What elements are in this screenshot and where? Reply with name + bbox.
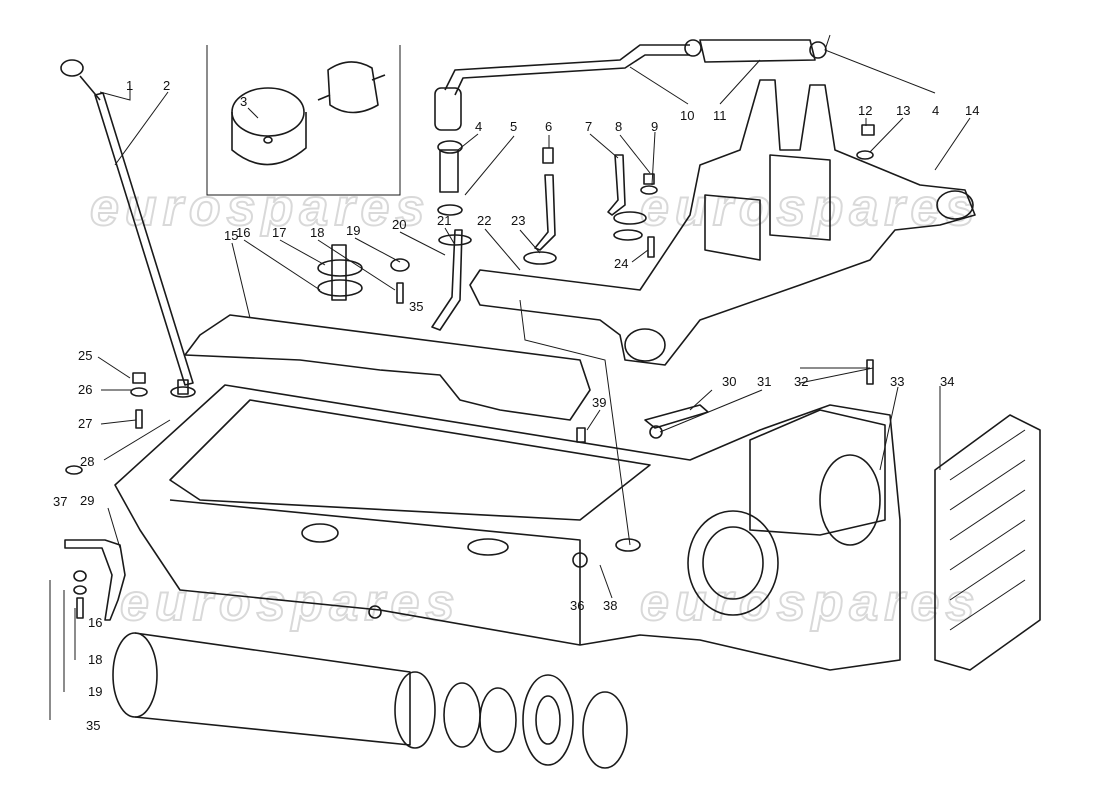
callout-2: 2 xyxy=(163,78,170,93)
callout-12: 12 xyxy=(858,103,872,118)
callout-14: 14 xyxy=(965,103,979,118)
tube-and-rings-part xyxy=(112,632,628,769)
callout-20: 20 xyxy=(392,217,406,232)
sump-casting-part xyxy=(114,384,901,671)
callout-38: 38 xyxy=(603,598,617,613)
subframe-part xyxy=(469,79,976,366)
breather-pipe-part xyxy=(434,39,827,131)
watermark-group: eurospares eurospares eurospares eurospa… xyxy=(89,178,980,633)
callout-labels: 1 2 3 4 4 5 6 7 8 9 10 11 12 13 14 15 16… xyxy=(53,78,979,733)
leader-lines xyxy=(49,34,971,720)
callout-17: 17 xyxy=(272,225,286,240)
callout-26: 26 xyxy=(78,382,92,397)
callout-16-top: 16 xyxy=(236,225,250,240)
callout-7: 7 xyxy=(585,119,592,134)
callout-35-top: 35 xyxy=(409,299,423,314)
callout-3: 3 xyxy=(240,94,247,109)
callout-23: 23 xyxy=(511,213,525,228)
callout-11: 11 xyxy=(713,108,727,123)
callout-6: 6 xyxy=(545,119,552,134)
callout-33: 33 xyxy=(890,374,904,389)
side-cover-part xyxy=(934,414,1041,671)
callout-16-bottom: 16 xyxy=(88,615,102,630)
callout-39: 39 xyxy=(592,395,606,410)
callout-22: 22 xyxy=(477,213,491,228)
callout-5: 5 xyxy=(510,119,517,134)
baffle-plate-part xyxy=(184,314,591,421)
callout-31: 31 xyxy=(757,374,771,389)
callout-15: 15 xyxy=(224,228,238,243)
callout-4-right: 4 xyxy=(932,103,939,118)
callout-19-top: 19 xyxy=(346,223,360,238)
callout-13: 13 xyxy=(896,103,910,118)
callout-9: 9 xyxy=(651,119,658,134)
callout-18-bottom: 18 xyxy=(88,652,102,667)
callout-8: 8 xyxy=(615,119,622,134)
watermark-text-top-left: eurospares xyxy=(90,179,430,237)
callout-27: 27 xyxy=(78,416,92,431)
rubber-mount-part xyxy=(231,61,386,166)
watermark-text-bottom-right: eurospares xyxy=(640,574,980,632)
callout-34: 34 xyxy=(940,374,954,389)
callout-18-top: 18 xyxy=(310,225,324,240)
callout-1: 1 xyxy=(126,78,133,93)
callout-19-bottom: 19 xyxy=(88,684,102,699)
inset-panel xyxy=(206,45,401,196)
callout-25: 25 xyxy=(78,348,92,363)
callout-24: 24 xyxy=(614,256,628,271)
callout-37: 37 xyxy=(53,494,67,509)
watermark-text-bottom-left: eurospares xyxy=(120,574,460,632)
callout-29: 29 xyxy=(80,493,94,508)
dipstick-part xyxy=(60,59,196,398)
callout-35-bottom: 35 xyxy=(86,718,100,733)
callout-36: 36 xyxy=(570,598,584,613)
callout-10: 10 xyxy=(680,108,694,123)
callout-30: 30 xyxy=(722,374,736,389)
callout-32: 32 xyxy=(794,374,808,389)
callout-28: 28 xyxy=(80,454,94,469)
callout-21: 21 xyxy=(437,213,451,228)
callout-4-left: 4 xyxy=(475,119,482,134)
